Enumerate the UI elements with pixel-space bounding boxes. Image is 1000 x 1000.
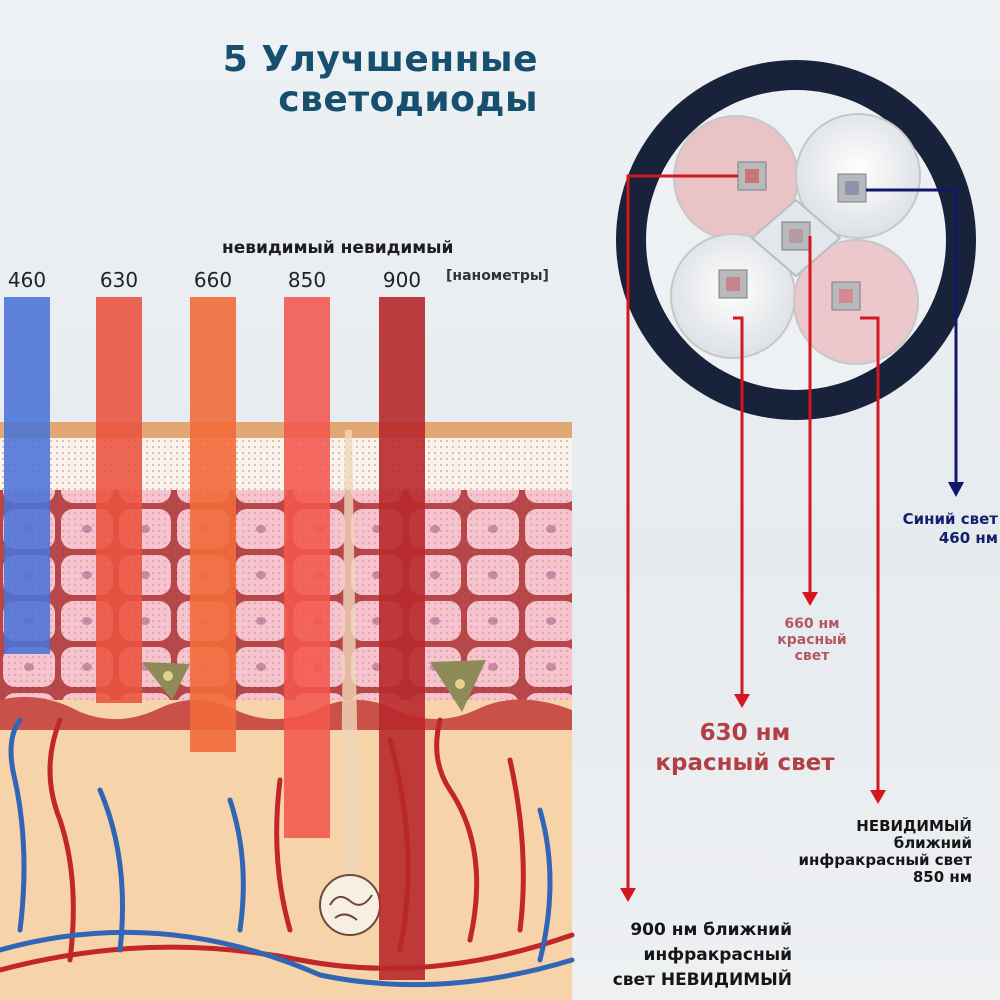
led-module xyxy=(616,60,976,420)
invisible-header: невидимый невидимый xyxy=(222,238,454,258)
bar-630nm xyxy=(96,297,142,703)
arrow-900-line xyxy=(626,174,738,888)
annotation-red-630: 630 нм красный свет xyxy=(640,718,850,778)
annotation-850-line4: 850 нм xyxy=(912,868,972,886)
annotation-850-line2: ближний xyxy=(893,834,972,852)
title-line-1: 5 Улучшенные xyxy=(222,39,538,80)
bar-850nm xyxy=(284,297,330,838)
bar-460nm xyxy=(4,297,50,654)
title-line-2: светодиоды xyxy=(278,79,538,120)
annotation-ir-900: 900 нм ближний инфракрасный свет НЕВИДИМ… xyxy=(613,918,792,993)
page-title: 5 Улучшенные светодиоды xyxy=(223,40,538,120)
annotation-blue-line1: Синий свет xyxy=(902,510,998,528)
annotation-900-line3: свет НЕВИДИМЫЙ xyxy=(612,970,792,990)
bar-900nm xyxy=(379,297,425,980)
bar-660nm xyxy=(190,297,236,752)
annotation-850-line1: НЕВИДИМЫЙ xyxy=(856,817,972,835)
annotation-660-line3: свет xyxy=(794,648,830,664)
arrow-900-head xyxy=(620,888,636,902)
wavelength-bars xyxy=(4,297,425,980)
hair-follicle xyxy=(340,430,360,900)
sebaceous-gland xyxy=(319,874,381,936)
annotation-900-line2: инфракрасный xyxy=(643,945,792,965)
wavelength-label-660: 660 xyxy=(193,268,233,292)
arrows xyxy=(620,174,964,902)
annotation-660-line1: 660 нм xyxy=(784,616,840,632)
wavelength-label-850: 850 xyxy=(287,268,327,292)
blue-vessels xyxy=(0,717,575,988)
arrow-460-line xyxy=(866,188,958,484)
annotation-red-660: 660 нм красный свет xyxy=(770,616,854,664)
annotation-850-line3: инфракрасный свет xyxy=(798,851,972,869)
annotation-630-line2: красный свет xyxy=(655,750,835,776)
basement-membrane xyxy=(0,696,572,730)
wavelength-label-900: 900 xyxy=(382,268,422,292)
wavelength-label-630: 630 xyxy=(99,268,139,292)
annotation-630-line1: 630 нм xyxy=(699,720,791,746)
annotation-660-line2: красный xyxy=(777,632,847,648)
arrow-850-line xyxy=(860,316,880,790)
arrow-460-head xyxy=(948,482,964,497)
arrow-630-line xyxy=(733,316,744,694)
annotation-ir-850: НЕВИДИМЫЙ ближний инфракрасный свет 850 … xyxy=(799,818,972,886)
chip-660 xyxy=(781,221,811,251)
annotation-blue-460: Синий свет 460 нм xyxy=(903,510,998,548)
wavelength-label-460: 460 xyxy=(7,268,47,292)
arrow-660-head xyxy=(802,592,818,606)
annotation-900-line1: 900 нм ближний xyxy=(630,920,792,940)
arrow-850-head xyxy=(870,790,886,804)
unit-label: [нанометры] xyxy=(446,268,549,284)
melanocyte-1 xyxy=(142,662,190,700)
arrow-630-head xyxy=(734,694,750,708)
annotation-blue-line2: 460 нм xyxy=(938,529,998,547)
